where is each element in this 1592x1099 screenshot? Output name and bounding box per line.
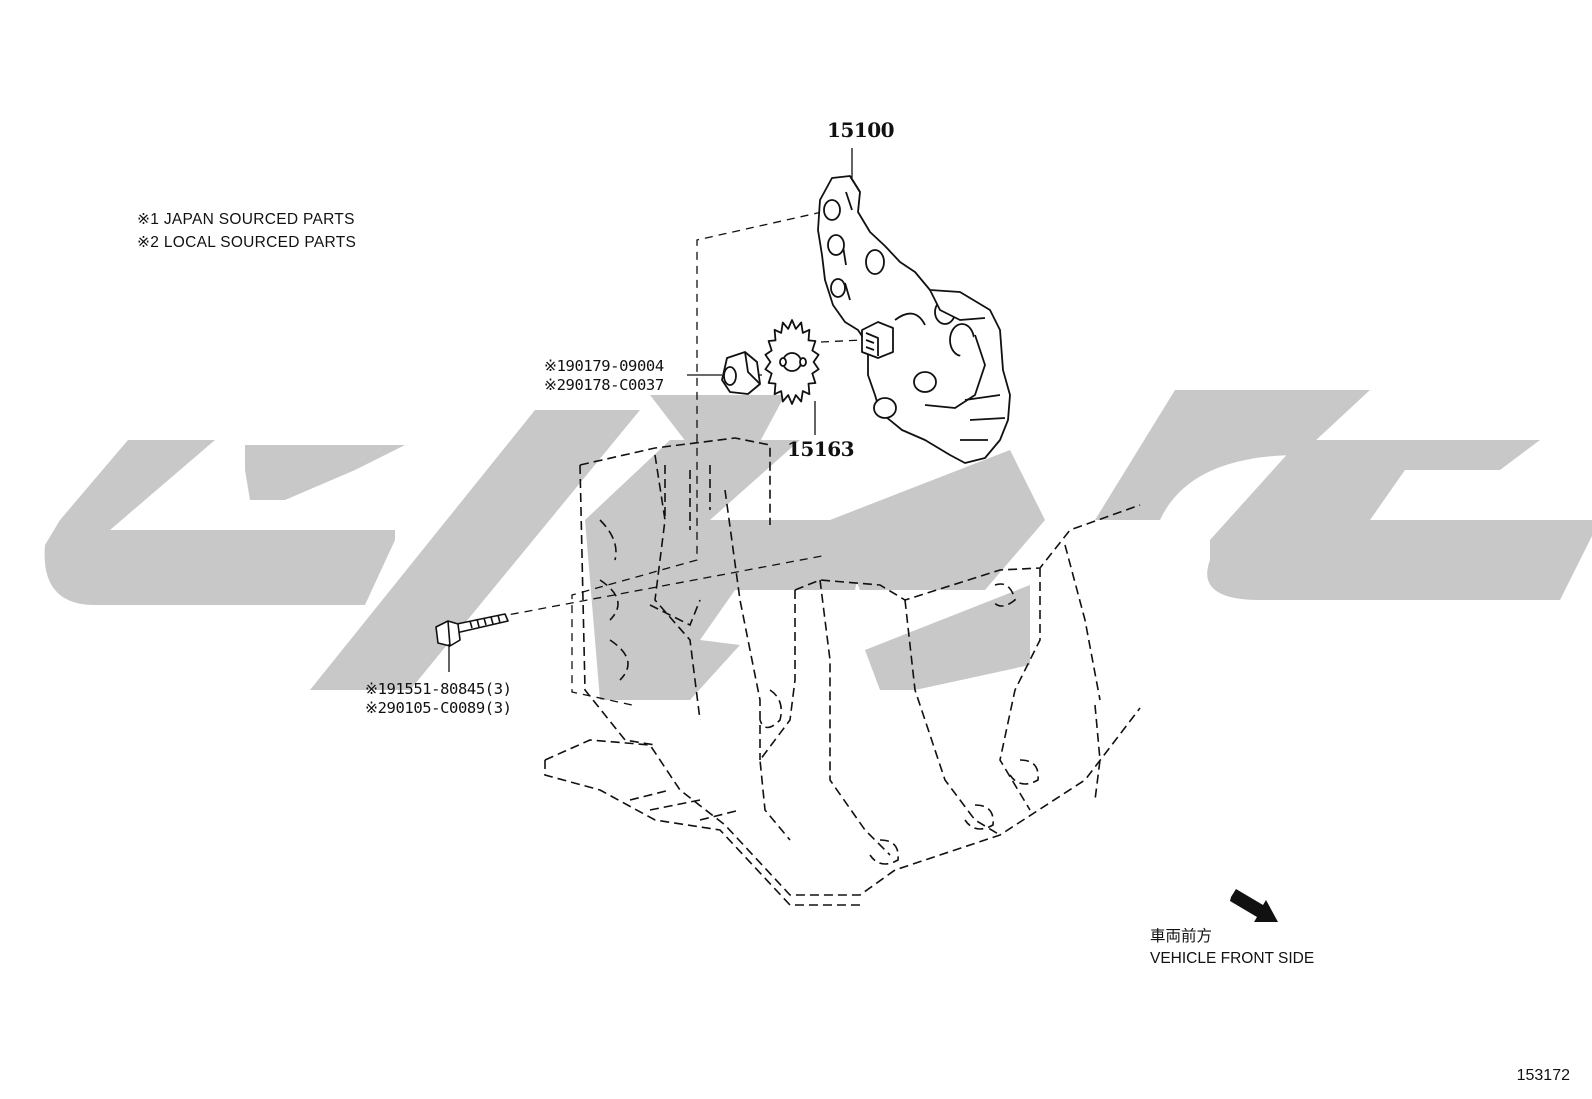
oil-pump-drawing (817, 175, 1011, 464)
vehicle-front-ja: 車両前方 (1150, 928, 1213, 945)
legend-mark: ※2 (137, 234, 160, 251)
part-number-sprocket[interactable]: 15163 (787, 437, 855, 461)
nut-drawing (721, 351, 761, 395)
vehicle-front-arrow-icon (1230, 889, 1278, 922)
figure-number: 153172 (1516, 1067, 1570, 1084)
leader-lines (448, 148, 853, 672)
vehicle-front-en: VEHICLE FRONT SIDE (1150, 950, 1315, 967)
part-number-nut-local[interactable]: ※290178-C0037 (544, 376, 664, 394)
legend-text: LOCAL SOURCED PARTS (163, 234, 357, 251)
watermark-logo (44, 390, 1592, 700)
nut-callout: ※190179-09004 ※290178-C0037 (544, 357, 664, 395)
legend-item-japan: ※1 JAPAN SOURCED PARTS (137, 208, 356, 231)
part-number-bolt-local[interactable]: ※290105-C0089(3) (365, 699, 512, 717)
bolt-callout: ※191551-80845(3) ※290105-C0089(3) (365, 680, 512, 718)
vehicle-front-label: 車両前方 VEHICLE FRONT SIDE (1150, 926, 1314, 970)
engine-block (544, 437, 1141, 906)
part-number-oil-pump[interactable]: 15100 (827, 118, 895, 142)
legend-mark: ※1 (137, 211, 160, 228)
legend: ※1 JAPAN SOURCED PARTS ※2 LOCAL SOURCED … (137, 208, 356, 254)
legend-text: JAPAN SOURCED PARTS (163, 211, 355, 228)
part-number-bolt-japan[interactable]: ※191551-80845(3) (365, 680, 512, 698)
sprocket-drawing (764, 319, 820, 405)
bolt-drawing (435, 613, 509, 647)
legend-item-local: ※2 LOCAL SOURCED PARTS (137, 231, 356, 254)
part-number-nut-japan[interactable]: ※190179-09004 (544, 357, 664, 375)
